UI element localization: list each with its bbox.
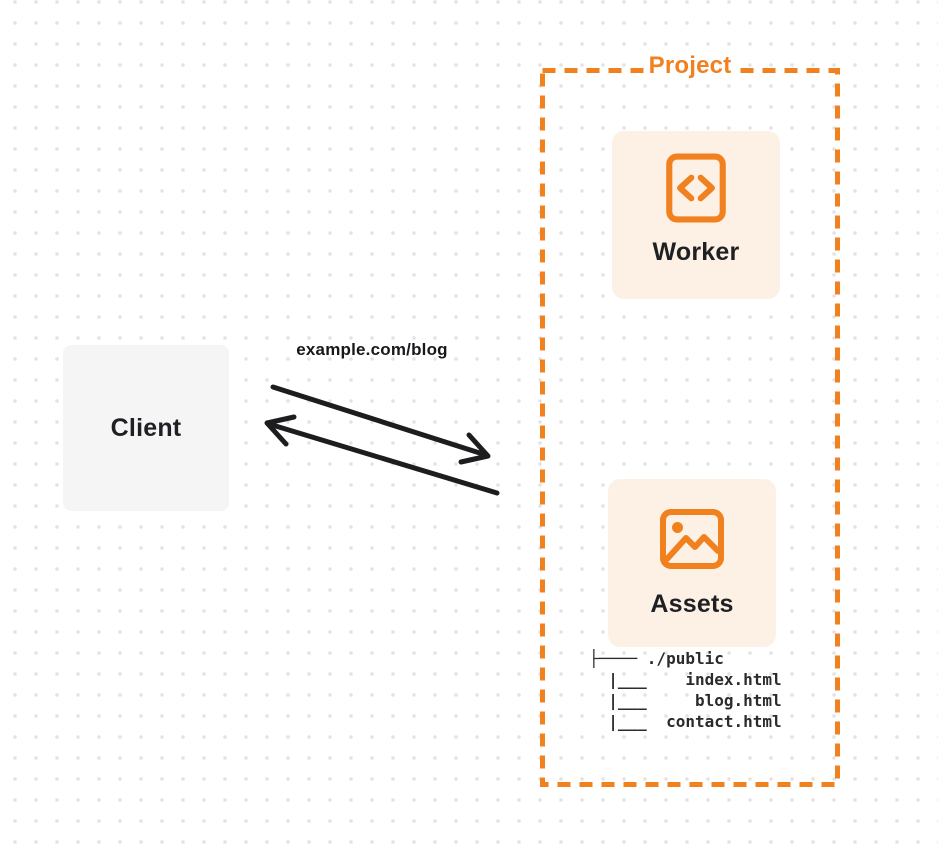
request-url-label: example.com/blog: [296, 340, 448, 359]
client-label: Client: [110, 413, 182, 442]
project-boundary: Project Worker Assets ├──── ./public |__…: [540, 52, 840, 787]
worker-label: Worker: [652, 238, 740, 266]
request-arrow: [270, 384, 491, 465]
project-dashed-border: [540, 68, 840, 787]
assets-file-tree: ├──── ./public |___ index.html |___ blog…: [589, 649, 782, 731]
assets-node: Assets: [608, 479, 776, 647]
worker-node: Worker: [612, 131, 780, 299]
project-title: Project: [643, 52, 737, 80]
image-icon: [660, 509, 724, 569]
assets-label: Assets: [650, 590, 734, 618]
code-file-icon: [666, 153, 726, 223]
client-node: Client: [63, 345, 229, 511]
response-arrow: [264, 414, 500, 496]
